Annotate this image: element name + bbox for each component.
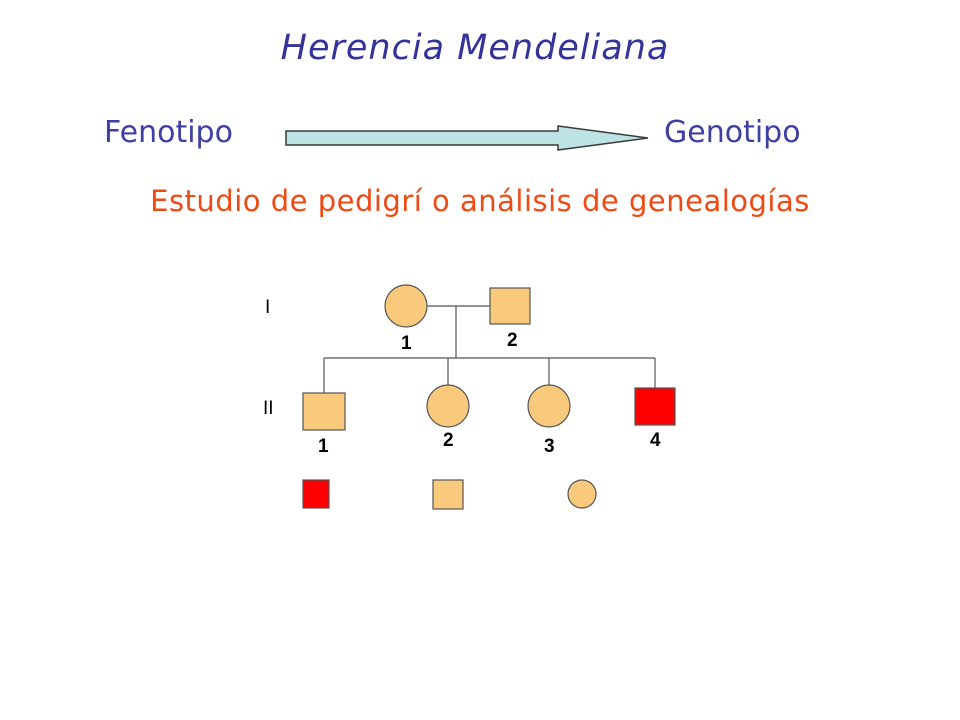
individual-I-2-male <box>489 287 531 325</box>
generation-label-II: II <box>263 398 274 419</box>
phenotype-label: Fenotipo <box>104 115 233 150</box>
individual-II-3-number: 3 <box>544 436 555 457</box>
individual-II-1-male <box>302 392 346 431</box>
individual-II-4-number: 4 <box>650 430 661 451</box>
individual-II-1-number: 1 <box>318 436 329 457</box>
genotype-label: Genotipo <box>664 115 801 150</box>
subtitle: Estudio de pedigrí o análisis de genealo… <box>150 184 810 218</box>
pedigree-lines <box>323 305 656 393</box>
individual-I-1-number: 1 <box>401 333 412 354</box>
individual-I-1-female <box>384 284 428 328</box>
legend-unaffected-female-symbol <box>567 479 597 509</box>
individual-II-2-female <box>426 384 470 428</box>
legend-unaffected-male-symbol <box>432 479 464 510</box>
generation-label-I: I <box>265 297 270 318</box>
individual-II-4-male-affected <box>634 387 676 426</box>
individual-II-2-number: 2 <box>443 430 454 451</box>
individual-II-3-female <box>527 384 571 428</box>
phenotype-to-genotype-arrow <box>285 125 649 151</box>
slide-title: Herencia Mendeliana <box>280 28 670 68</box>
individual-I-2-number: 2 <box>507 330 518 351</box>
legend-affected-male-symbol <box>302 479 330 509</box>
